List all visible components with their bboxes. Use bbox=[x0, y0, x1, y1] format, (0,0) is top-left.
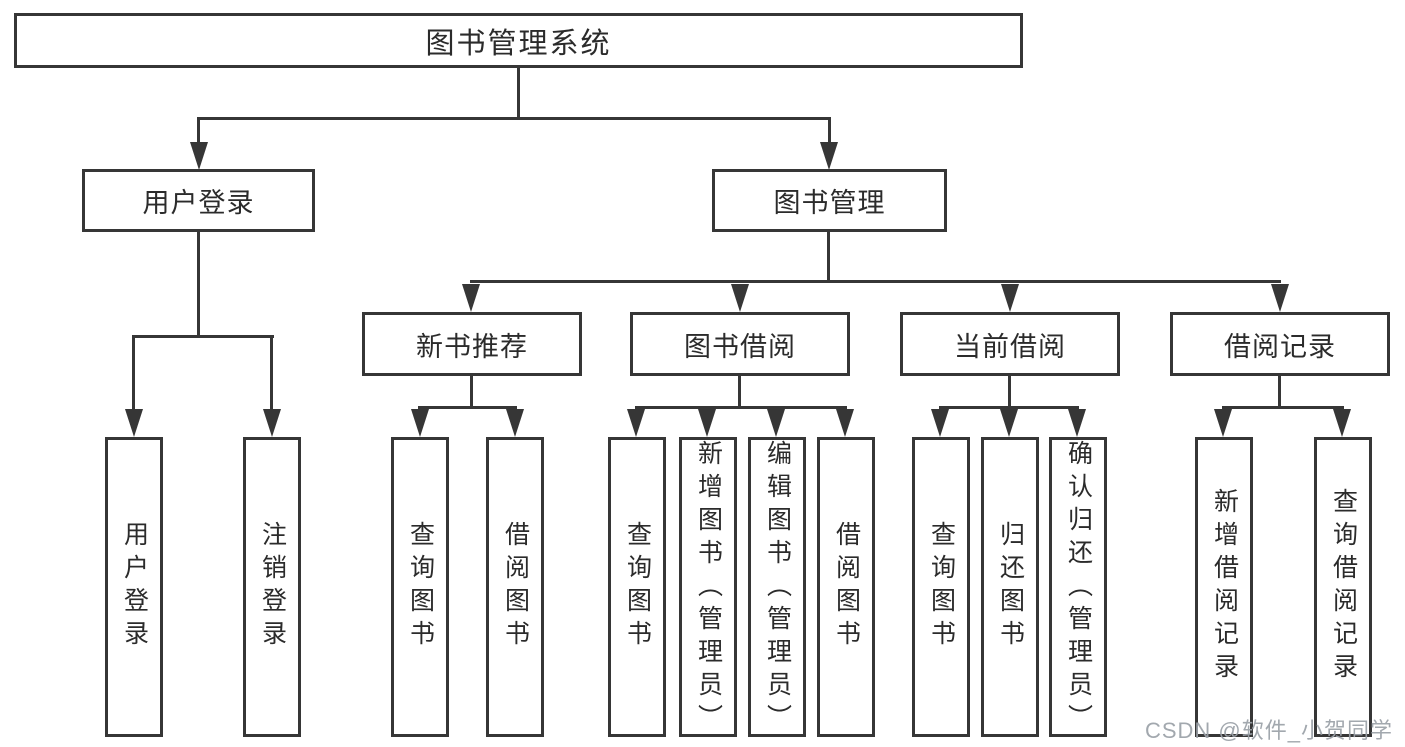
arrowhead-down-icon bbox=[1001, 284, 1019, 312]
node-current-borrowing: 当前借阅 bbox=[900, 312, 1120, 376]
connector-current-split bbox=[939, 406, 1079, 409]
node-label: 图书借阅 bbox=[684, 331, 796, 362]
node-label: 新书推荐 bbox=[416, 331, 528, 362]
node-label: 查询图书 bbox=[927, 521, 956, 653]
arrowhead-down-icon bbox=[627, 409, 645, 437]
leaf-current-return-books: 归还图书 bbox=[981, 437, 1039, 737]
leaf-records-query-record: 查询借阅记录 bbox=[1314, 437, 1372, 737]
node-label: 查询借阅记录 bbox=[1329, 488, 1358, 686]
connector-to-leaf-logout bbox=[270, 335, 273, 411]
leaf-recommend-query-books: 查询图书 bbox=[391, 437, 449, 737]
arrowhead-down-icon bbox=[820, 142, 838, 170]
connector-root-stem bbox=[517, 68, 520, 120]
node-label: 借阅图书 bbox=[832, 521, 861, 653]
leaf-records-add-record: 新增借阅记录 bbox=[1195, 437, 1253, 737]
connector-to-leaf-user-login bbox=[132, 335, 135, 411]
node-label: 借阅图书 bbox=[501, 521, 530, 653]
connector-user-login-split bbox=[132, 335, 274, 338]
node-label: 归还图书 bbox=[996, 521, 1025, 653]
leaf-user-login: 用户登录 bbox=[105, 437, 163, 737]
arrowhead-down-icon bbox=[1000, 409, 1018, 437]
node-label: 查询图书 bbox=[623, 521, 652, 653]
connector-recommend-split bbox=[418, 406, 517, 409]
arrowhead-down-icon bbox=[767, 409, 785, 437]
arrowhead-down-icon bbox=[1068, 409, 1086, 437]
arrowhead-down-icon bbox=[1271, 284, 1289, 312]
node-library-management-system: 图书管理系统 bbox=[14, 13, 1023, 68]
connector-to-user-login bbox=[197, 117, 200, 145]
arrowhead-down-icon bbox=[263, 409, 281, 437]
node-label: 用户登录 bbox=[120, 521, 149, 653]
arrowhead-down-icon bbox=[125, 409, 143, 437]
leaf-borrowing-edit-books-admin: 编辑图书（管理员） bbox=[748, 437, 806, 737]
node-book-management: 图书管理 bbox=[712, 169, 947, 232]
node-user-login: 用户登录 bbox=[82, 169, 315, 232]
node-label: 用户登录 bbox=[142, 188, 255, 218]
csdn-watermark: CSDN @软件_小贺同学 bbox=[1144, 718, 1393, 743]
node-label: 注销登录 bbox=[258, 521, 287, 653]
leaf-borrowing-query-books: 查询图书 bbox=[608, 437, 666, 737]
node-label: 新增借阅记录 bbox=[1210, 488, 1239, 686]
leaf-current-query-books: 查询图书 bbox=[912, 437, 970, 737]
connector-current-stem bbox=[1008, 376, 1011, 409]
leaf-current-confirm-return-admin: 确认归还（管理员） bbox=[1049, 437, 1107, 737]
connector-borrowing-stem bbox=[738, 376, 741, 409]
arrowhead-down-icon bbox=[506, 409, 524, 437]
arrowhead-down-icon bbox=[190, 142, 208, 170]
node-book-borrowing: 图书借阅 bbox=[630, 312, 850, 376]
connector-records-stem bbox=[1278, 376, 1281, 409]
leaf-borrowing-add-books-admin: 新增图书（管理员） bbox=[679, 437, 737, 737]
node-borrowing-records: 借阅记录 bbox=[1170, 312, 1390, 376]
arrowhead-down-icon bbox=[731, 284, 749, 312]
arrowhead-down-icon bbox=[1333, 409, 1351, 437]
node-label: 确认归还（管理员） bbox=[1064, 440, 1093, 737]
leaf-recommend-borrow-books: 借阅图书 bbox=[486, 437, 544, 737]
node-label: 查询图书 bbox=[406, 521, 435, 653]
node-label: 当前借阅 bbox=[954, 331, 1066, 362]
node-new-book-recommend: 新书推荐 bbox=[362, 312, 582, 376]
connector-records-split bbox=[1222, 406, 1344, 409]
arrowhead-down-icon bbox=[462, 284, 480, 312]
connector-to-book-management bbox=[828, 117, 831, 145]
leaf-logout: 注销登录 bbox=[243, 437, 301, 737]
connector-level1-split bbox=[197, 117, 831, 120]
connector-recommend-stem bbox=[470, 376, 473, 409]
arrowhead-down-icon bbox=[1214, 409, 1232, 437]
leaf-borrowing-borrow-books: 借阅图书 bbox=[817, 437, 875, 737]
arrowhead-down-icon bbox=[836, 409, 854, 437]
arrowhead-down-icon bbox=[411, 409, 429, 437]
connector-user-login-stem bbox=[197, 232, 200, 338]
arrowhead-down-icon bbox=[931, 409, 949, 437]
node-label: 图书管理系统 bbox=[425, 27, 612, 60]
arrowhead-down-icon bbox=[698, 409, 716, 437]
node-label: 新增图书（管理员） bbox=[694, 440, 723, 737]
connector-borrowing-split bbox=[635, 406, 847, 409]
node-label: 编辑图书（管理员） bbox=[763, 440, 792, 737]
node-label: 借阅记录 bbox=[1224, 331, 1336, 362]
connector-level2-split bbox=[470, 280, 1281, 283]
node-label: 图书管理 bbox=[773, 188, 886, 218]
connector-book-management-stem bbox=[827, 232, 830, 283]
